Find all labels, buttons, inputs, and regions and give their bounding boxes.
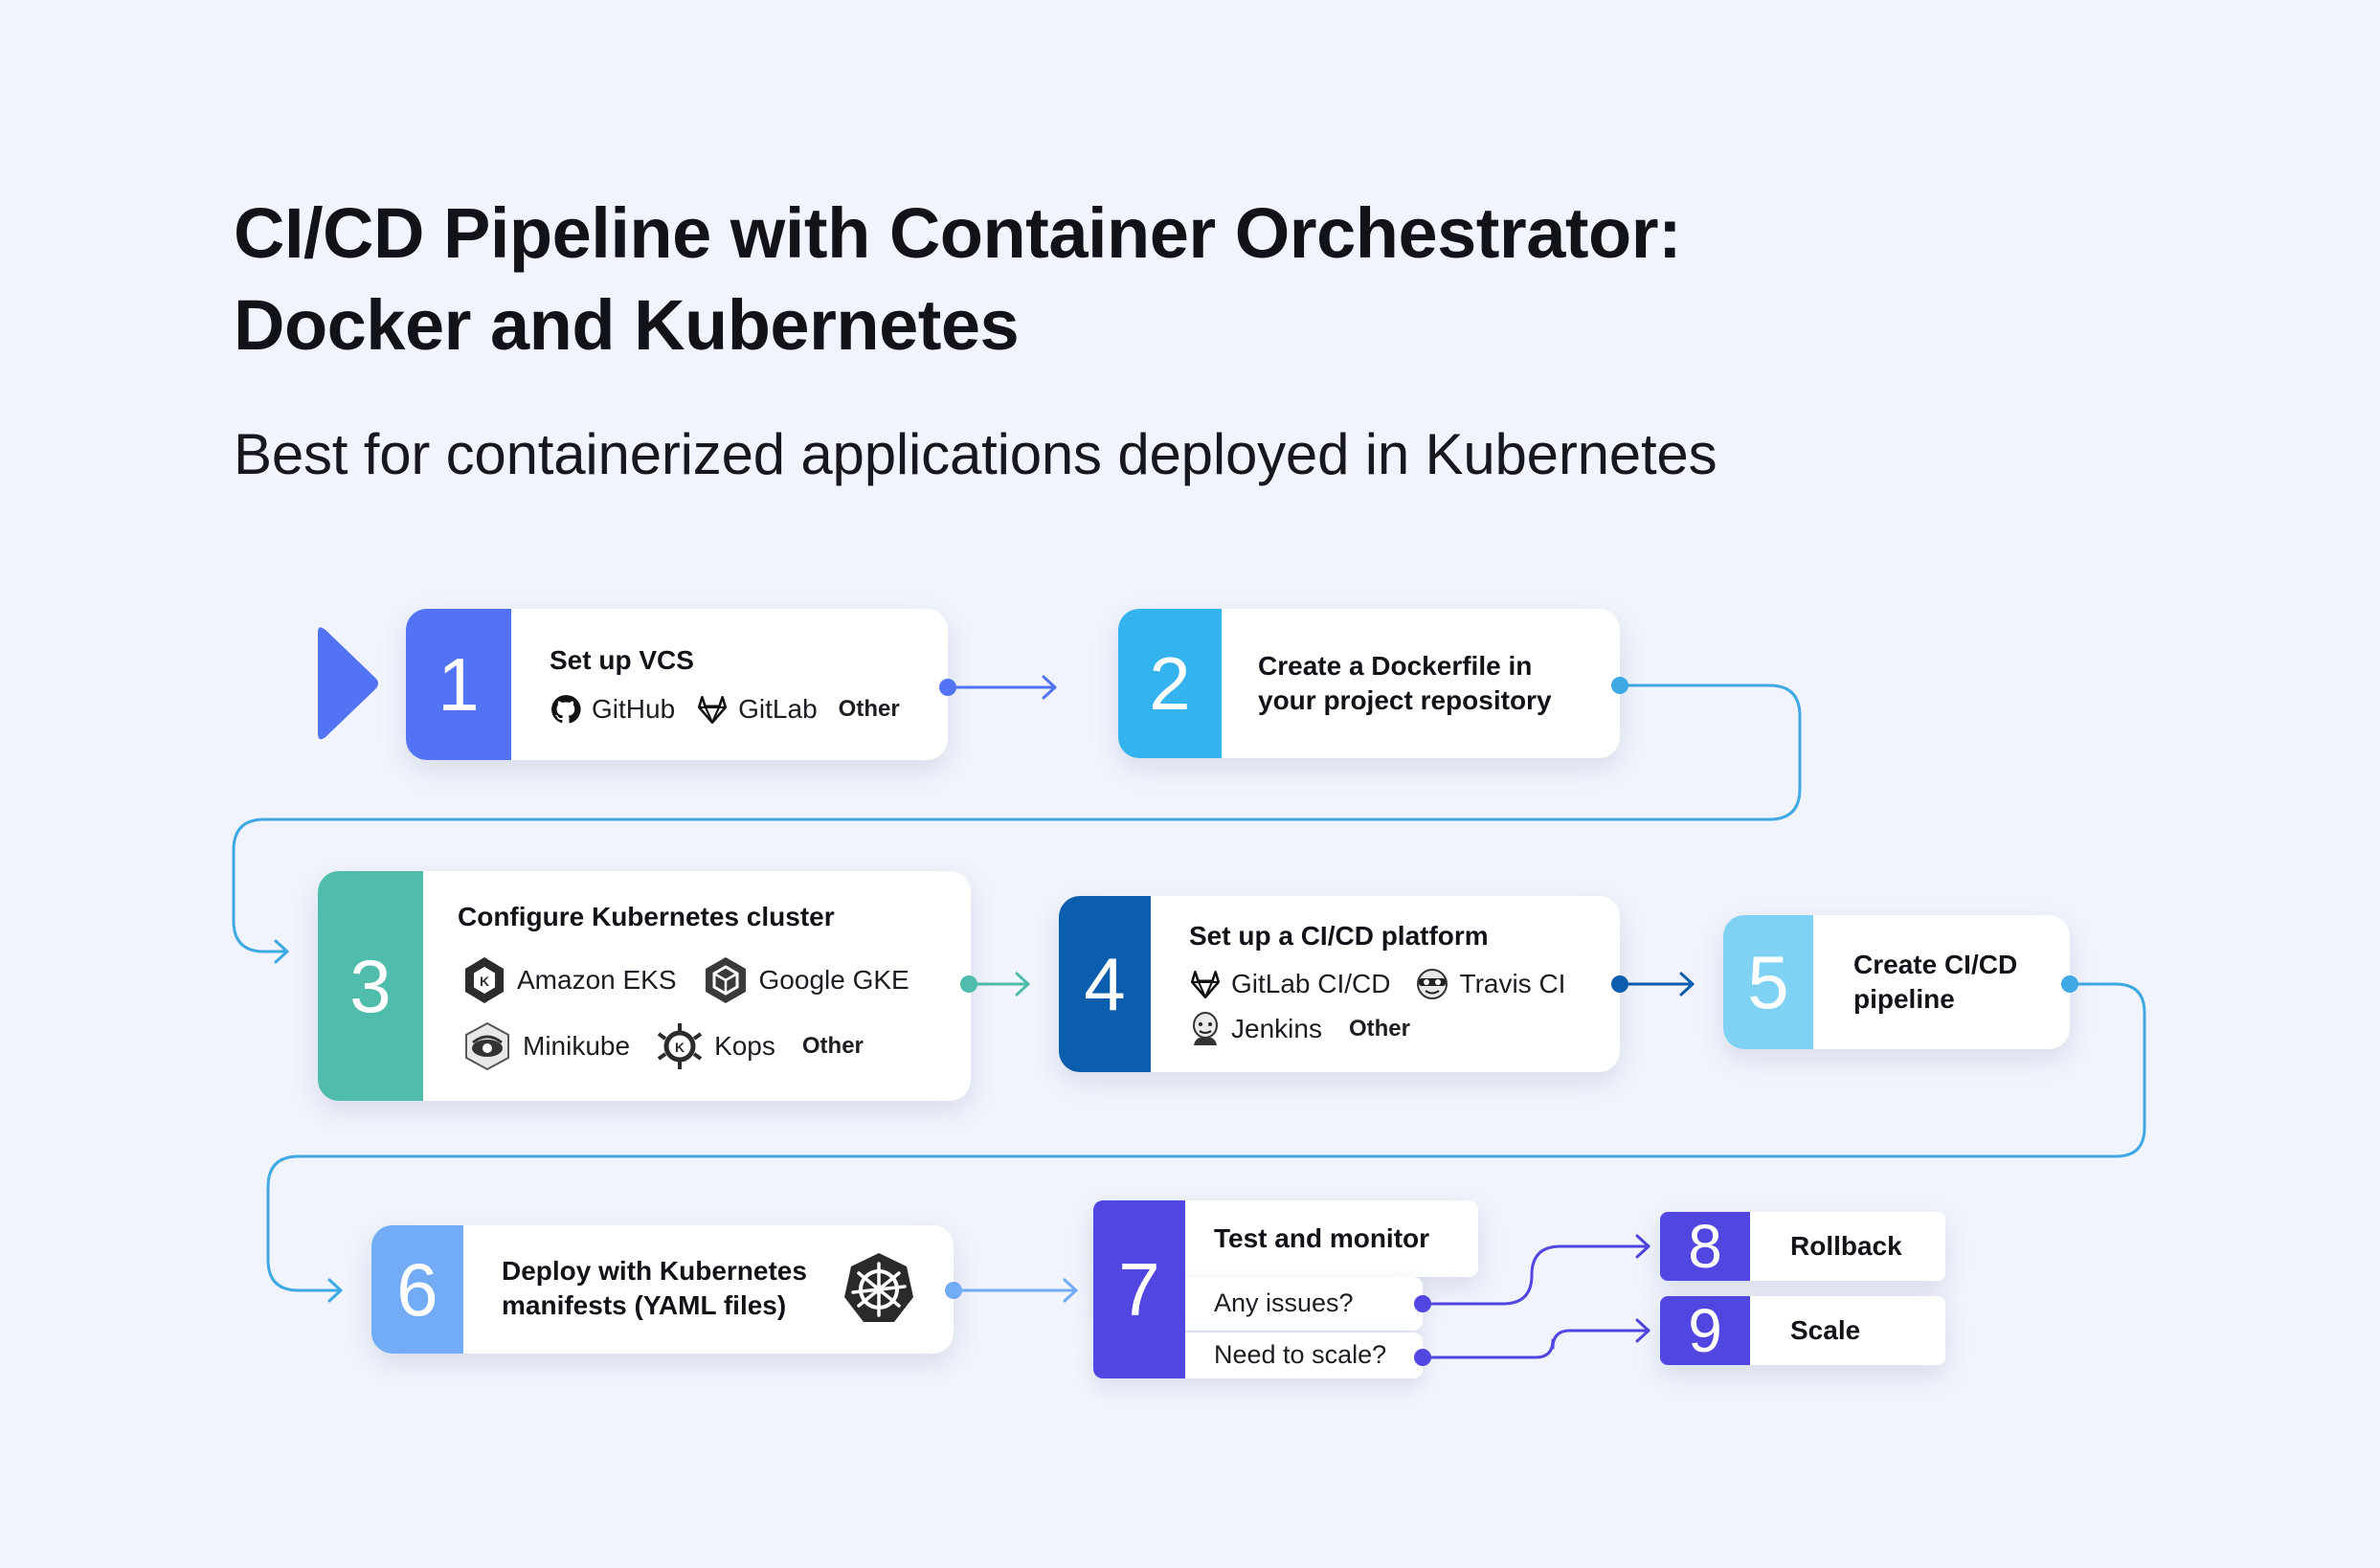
step-9-title: Scale [1790, 1315, 1861, 1345]
step-5-card: 5 Create CI/CD pipeline [1723, 915, 2070, 1049]
step-4-tools-row-1: GitLab CI/CD Travis CI [1189, 967, 1565, 1001]
tool-amazon-eks-label: Amazon EKS [517, 965, 677, 995]
start-arrow-icon [318, 627, 378, 740]
step-2-number: 2 [1118, 609, 1222, 758]
step-7-number: 7 [1093, 1200, 1185, 1378]
question-any-issues: Any issues? [1214, 1288, 1354, 1317]
step-4-number: 4 [1059, 896, 1151, 1072]
step-8-number: 8 [1660, 1212, 1750, 1281]
step-8-card: 8 Rollback [1660, 1212, 1945, 1281]
tool-github: GitHub [550, 693, 675, 726]
step-2-title: Create a Dockerfile in your project repo… [1258, 649, 1552, 718]
tool-gitlab-ci-label: GitLab CI/CD [1231, 969, 1391, 998]
step-3-tools-row-2: Minikube K Kops Other [461, 1020, 864, 1072]
tool-kops: K Kops [655, 1020, 775, 1072]
tool-google-gke: Google GKE [702, 955, 909, 1005]
step-2-card: 2 Create a Dockerfile in your project re… [1118, 609, 1620, 758]
page-title: CI/CD Pipeline with Container Orchestrat… [234, 188, 1682, 371]
step-8-title: Rollback [1790, 1231, 1902, 1261]
kubernetes-icon [844, 1253, 913, 1322]
step-2-title-line-1: Create a Dockerfile in [1258, 651, 1533, 681]
step-3-card: 3 Configure Kubernetes cluster K Amazon … [318, 871, 971, 1101]
step-6-title-line-2: manifests (YAML files) [502, 1290, 787, 1320]
jenkins-icon [1193, 1012, 1218, 1045]
svg-text:K: K [480, 974, 489, 989]
step-1-tools: GitHub GitLab Other [550, 693, 900, 726]
step-5-title-line-1: Create CI/CD [1853, 950, 2018, 979]
step-3-number: 3 [318, 871, 423, 1101]
question-need-to-scale: Need to scale? [1214, 1340, 1387, 1369]
tool-minikube-label: Minikube [523, 1031, 631, 1061]
tool-kops-label: Kops [714, 1031, 775, 1061]
step-1-number: 1 [406, 609, 511, 760]
tool-other: Other [838, 696, 900, 722]
page-subtitle: Best for containerized applications depl… [234, 422, 1718, 486]
step-9-card: 9 Scale [1660, 1296, 1945, 1365]
step-3-tools-row-1: K Amazon EKS Google GKE [461, 955, 909, 1005]
step-1-title: Set up VCS [550, 645, 694, 675]
title-line-2: Docker and Kubernetes [234, 285, 1020, 365]
svg-text:K: K [675, 1040, 685, 1055]
step-5-title: Create CI/CD pipeline [1853, 948, 2017, 1017]
title-line-1: CI/CD Pipeline with Container Orchestrat… [234, 193, 1682, 273]
tool-travis-ci: Travis CI [1414, 967, 1566, 1001]
step-4-title: Set up a CI/CD platform [1189, 921, 1489, 951]
step-3-title: Configure Kubernetes cluster [458, 902, 835, 931]
tool-amazon-eks: K Amazon EKS [461, 955, 677, 1005]
step-6-title: Deploy with Kubernetes manifests (YAML f… [502, 1254, 807, 1323]
amazon-eks-icon: K [465, 957, 504, 1003]
step-6-title-line-1: Deploy with Kubernetes [502, 1256, 807, 1286]
gitlab-icon [698, 695, 728, 725]
kops-icon: K [657, 1023, 703, 1069]
step-4-card: 4 Set up a CI/CD platform GitLab CI/CD T… [1059, 896, 1620, 1072]
step-2-title-line-2: your project repository [1258, 685, 1552, 715]
tool-github-label: GitHub [592, 694, 676, 724]
tool-minikube: Minikube [461, 1021, 630, 1071]
step-5-number: 5 [1723, 915, 1813, 1049]
tool-gitlab-ci: GitLab CI/CD [1189, 969, 1391, 999]
tool-other: Other [1348, 1016, 1410, 1042]
tool-other: Other [801, 1033, 864, 1059]
step-5-title-line-2: pipeline [1853, 984, 1955, 1014]
tool-gitlab-label: GitLab [738, 694, 818, 724]
step-9-number: 9 [1660, 1296, 1750, 1365]
google-gke-icon [705, 957, 746, 1003]
tool-jenkins: Jenkins [1189, 1011, 1322, 1047]
step-4-tools-row-2: Jenkins Other [1189, 1011, 1410, 1047]
travis-ci-icon [1416, 969, 1448, 999]
tool-travis-ci-label: Travis CI [1459, 969, 1566, 998]
tool-jenkins-label: Jenkins [1231, 1014, 1322, 1043]
step-7-title: Test and monitor [1214, 1223, 1430, 1253]
tool-gitlab: GitLab [696, 694, 818, 725]
step-6-number: 6 [371, 1225, 463, 1354]
step-6-card: 6 Deploy with Kubernetes manifests (YAML… [371, 1225, 954, 1354]
gitlab-icon [1190, 970, 1221, 999]
minikube-icon [465, 1021, 509, 1071]
github-icon [551, 695, 581, 724]
tool-google-gke-label: Google GKE [758, 965, 909, 995]
step-1-card: 1 Set up VCS GitHub GitLab Other [406, 609, 948, 760]
